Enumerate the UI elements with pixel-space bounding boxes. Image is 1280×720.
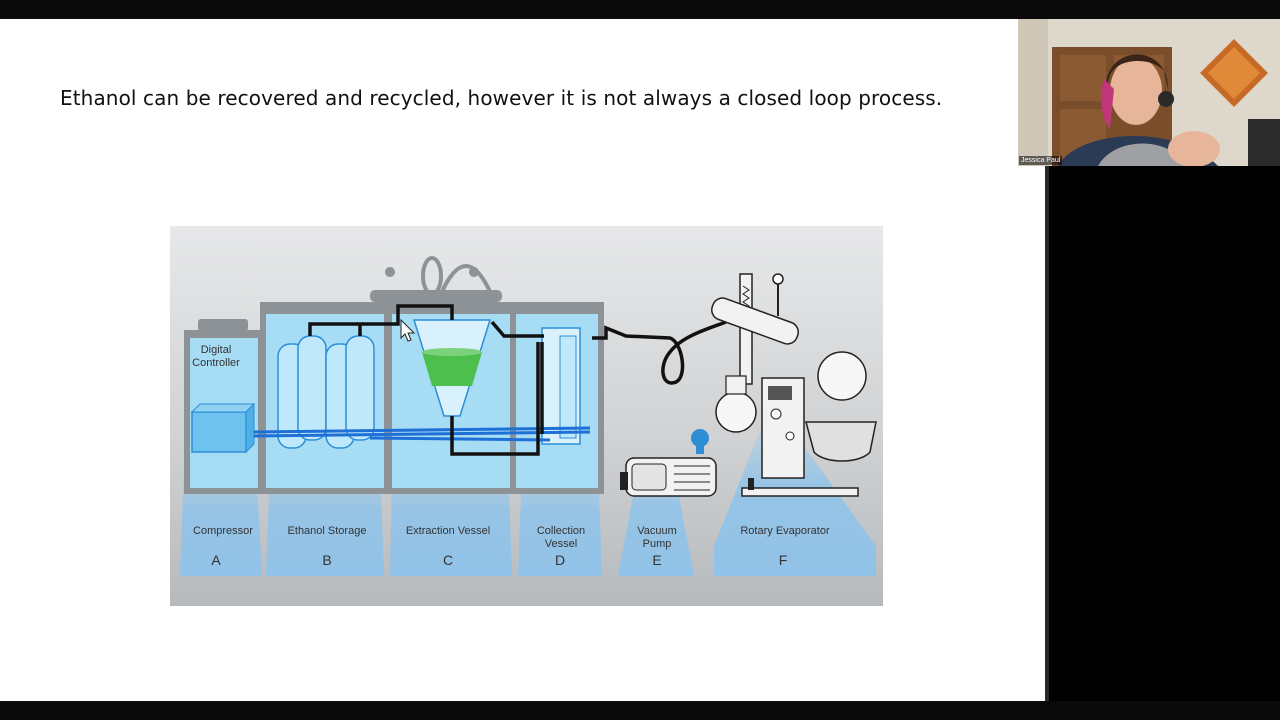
station-name-f: Rotary Evaporator	[740, 525, 830, 537]
black-transfer-pipes	[308, 304, 727, 456]
top-letterbox-bar	[0, 0, 1280, 19]
station-letter-e: E	[652, 552, 661, 568]
collection-vessel-unit	[510, 302, 604, 494]
controller-label-line1: Digital	[201, 344, 232, 356]
station-name-e-line2: Pump	[643, 538, 672, 550]
bottom-letterbox-bar	[0, 701, 1280, 720]
extraction-vessel-unit	[370, 256, 516, 494]
participant-video-feed	[1018, 19, 1280, 166]
station-name-d-line2: Vessel	[545, 538, 577, 550]
station-letter-c: C	[443, 552, 453, 568]
controller-label-line2: Controller	[192, 357, 240, 369]
vacuum-pump	[620, 429, 717, 497]
station-name-d-line1: Collection	[537, 525, 585, 537]
extraction-process-diagram: Digital Controller	[170, 226, 883, 606]
station-name-c: Extraction Vessel	[406, 525, 490, 537]
ethanol-storage-unit	[260, 302, 390, 494]
station-labels: Compressor A Ethanol Storage B Extractio…	[193, 525, 830, 568]
participant-video-tile[interactable]: Jessica Paul	[1018, 19, 1280, 166]
compressor-unit: Digital Controller	[184, 319, 264, 494]
panel-divider	[1045, 166, 1049, 701]
station-letter-a: A	[211, 552, 221, 568]
station-name-a: Compressor	[193, 525, 253, 537]
mouse-cursor-icon	[400, 318, 416, 342]
station-letter-f: F	[779, 552, 788, 568]
station-name-b: Ethanol Storage	[288, 525, 367, 537]
station-name-e-line1: Vacuum	[637, 525, 677, 537]
blue-manifold-pipe	[253, 426, 591, 442]
station-letter-b: B	[322, 552, 331, 568]
rotary-evaporator	[711, 273, 877, 497]
slide-text: Ethanol can be recovered and recycled, h…	[60, 86, 943, 110]
participant-name-label: Jessica Paul	[1019, 156, 1063, 165]
station-letter-d: D	[555, 552, 565, 568]
